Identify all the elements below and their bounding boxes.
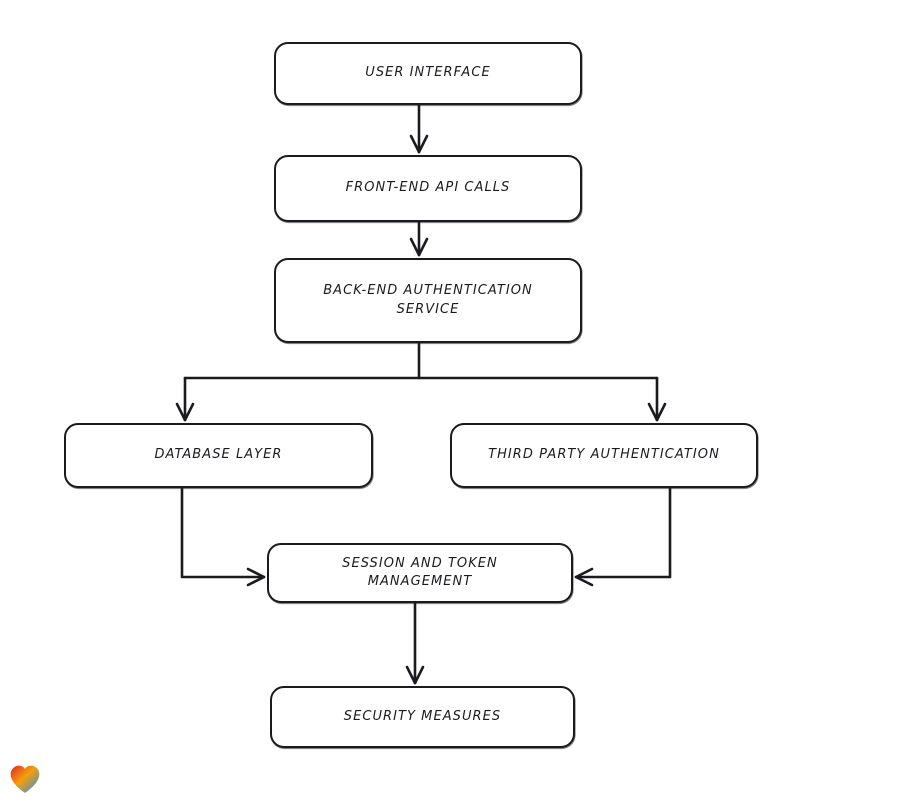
edge-backend-to-third-party-auth — [647, 376, 667, 422]
node-user-interface[interactable]: User Interface — [274, 42, 582, 105]
node-database-layer-label: Database Layer — [154, 447, 283, 463]
node-frontend-api-calls-label: Front-End API Calls — [345, 180, 511, 196]
node-third-party-authentication[interactable]: Third Party Authentication — [450, 423, 758, 488]
edge-database-layer-to-session — [180, 486, 266, 587]
edge-third-party-auth-to-session — [574, 486, 672, 587]
node-backend-authentication-service-label: Back-End Authentication Service — [323, 283, 533, 317]
edge-backend-branch-stem — [183, 341, 659, 380]
edge-backend-to-database-layer — [175, 376, 195, 422]
node-session-and-token-management-label: Session and Token Management — [342, 555, 498, 589]
heart-icon — [10, 765, 40, 793]
node-security-measures[interactable]: Security Measures — [270, 686, 575, 748]
node-security-measures-label: Security Measures — [343, 708, 502, 724]
node-backend-authentication-service[interactable]: Back-End Authentication Service — [274, 258, 582, 343]
node-database-layer[interactable]: Database Layer — [64, 423, 373, 488]
node-frontend-api-calls[interactable]: Front-End API Calls — [274, 155, 582, 222]
node-third-party-authentication-label: Third Party Authentication — [488, 447, 720, 463]
node-session-and-token-management[interactable]: Session and Token Management — [267, 543, 573, 603]
edge-frontend-to-backend — [409, 220, 429, 257]
edge-session-to-security-measures — [405, 601, 425, 685]
edge-user-interface-to-frontend — [409, 103, 429, 154]
node-user-interface-label: User Interface — [365, 65, 491, 81]
